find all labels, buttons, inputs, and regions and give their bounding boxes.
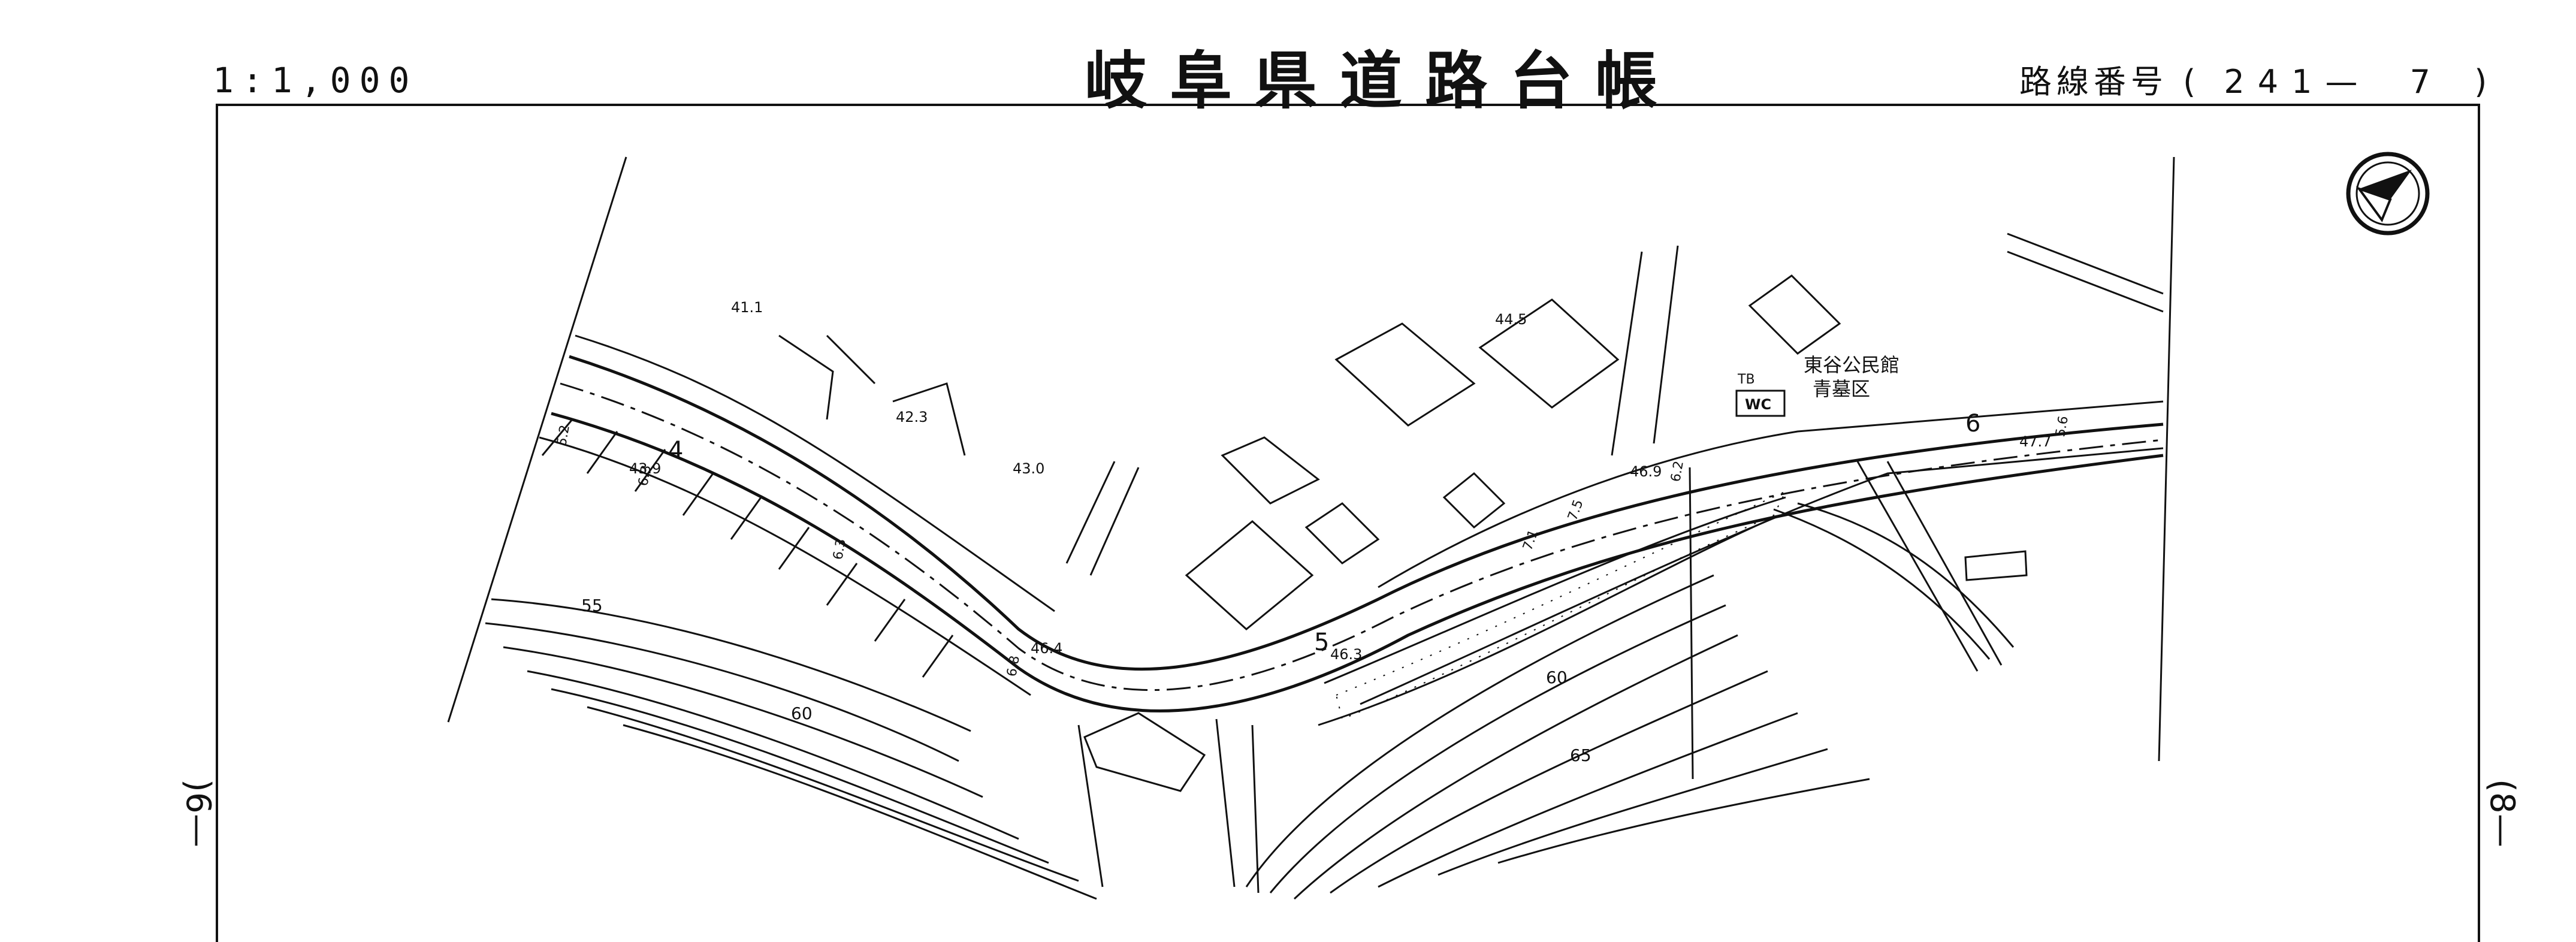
- boundary-line-left: [447, 156, 627, 723]
- building-community-hall: [1748, 274, 1841, 355]
- building: [1304, 502, 1380, 564]
- route-open-paren: (: [2183, 63, 2201, 101]
- route-number: 241—: [2224, 63, 2371, 101]
- next-sheet-mark: ( 8 —: [2481, 779, 2521, 847]
- road-edge-lower: [551, 412, 2164, 712]
- elevation-label: 46.9: [1630, 463, 1662, 480]
- elevation-label: 46.3: [1330, 646, 1362, 663]
- elevation-label: 43.9: [629, 460, 661, 477]
- road-centerline: [560, 382, 2164, 692]
- building: [1083, 712, 1206, 792]
- road-width-label: 7.1: [1520, 528, 1541, 552]
- tb-label: TB: [1737, 372, 1755, 387]
- building: [1221, 436, 1320, 505]
- elevation-label: 47.7: [2019, 433, 2051, 450]
- next-sheet-paren: (: [2483, 779, 2521, 792]
- contour-label: 65: [1570, 745, 1591, 765]
- previous-sheet-mark: ) 6 —: [177, 779, 218, 847]
- elevation-label: 41.1: [731, 299, 763, 316]
- road-width-label: 6.2: [1668, 460, 1687, 483]
- station-number: 5: [1314, 629, 1329, 656]
- contour-label: 55: [581, 596, 603, 615]
- wc-label: WC: [1745, 396, 1771, 413]
- building: [1964, 550, 2028, 581]
- route-number-label: 路線番号: [2019, 63, 2168, 101]
- wc-box: [1735, 390, 1786, 417]
- station-number: 4: [668, 437, 683, 464]
- building: [1478, 298, 1620, 409]
- contour-label: 60: [1546, 668, 1568, 687]
- road-width-label: 5.2: [554, 424, 573, 447]
- previous-sheet-dash: —: [179, 813, 218, 847]
- road-width-label: 5.6: [2053, 415, 2071, 438]
- contour-label: 60: [791, 704, 813, 723]
- route-close-paren: ): [2474, 63, 2492, 101]
- route-sheet-number: 7: [2409, 63, 2436, 101]
- elevation-label: 46.4: [1031, 640, 1062, 657]
- community-hall-label: 東谷公民館: [1804, 354, 1899, 376]
- map-frame: [216, 104, 2480, 942]
- north-arrow-icon: [2346, 152, 2430, 236]
- next-sheet-dash: —: [2483, 813, 2521, 847]
- route-number-block: 路線番号 ( 241— 7 ): [2019, 55, 2492, 102]
- previous-sheet-paren: ): [179, 779, 218, 792]
- road-width-label: 6.8: [1004, 654, 1023, 678]
- next-sheet-number: 8: [2483, 792, 2521, 814]
- building: [1334, 322, 1476, 427]
- paved-area: [1335, 490, 1787, 720]
- previous-sheet-number: 6: [179, 792, 218, 814]
- elevation-label: 42.3: [896, 409, 928, 425]
- building: [1185, 520, 1314, 630]
- station-number: 6: [1965, 410, 1980, 437]
- road-width-label: 6.3: [831, 538, 849, 561]
- elevation-label: 43.0: [1013, 460, 1044, 477]
- elevation-label: 44.5: [1495, 311, 1527, 328]
- road-edge-upper: [569, 355, 2164, 671]
- district-label: 青墓区: [1813, 378, 1870, 400]
- road-width-label: 6.3: [636, 464, 654, 487]
- map-scale: 1:1,000: [213, 60, 418, 101]
- building: [1442, 472, 1506, 529]
- boundary-line-right: [2158, 156, 2175, 762]
